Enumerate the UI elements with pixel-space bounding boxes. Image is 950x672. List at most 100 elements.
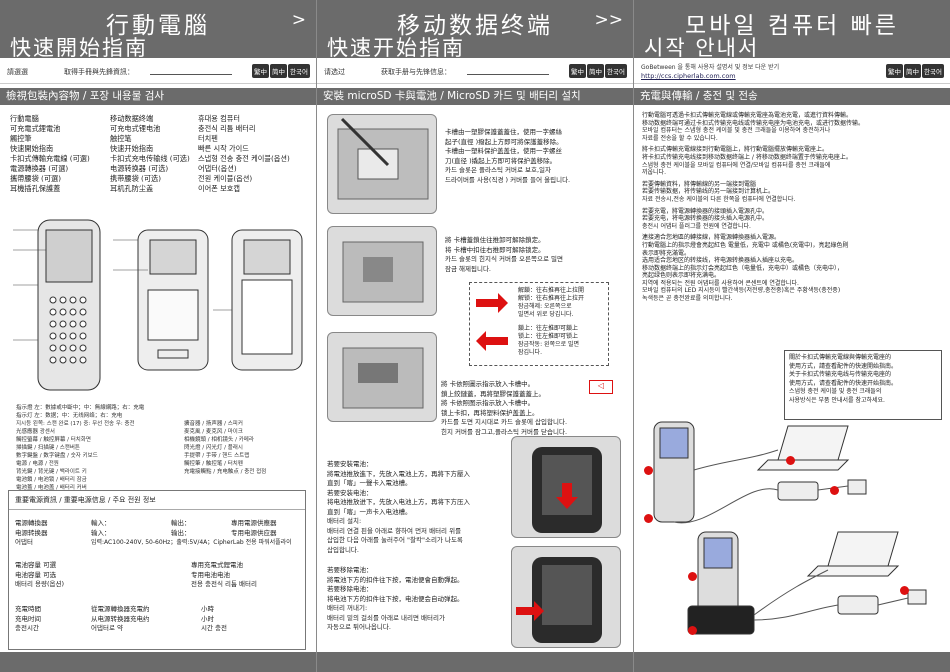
- para-line: 若要充电，将电源转换器的接头插入电源孔中。: [642, 215, 769, 223]
- fill-underline: [150, 74, 232, 75]
- step4-text: 若要安裝電池： 將電池推放進下，先放入電池上方，再將下方壓入 直到「喀」一聲卡入…: [327, 460, 470, 555]
- lang-badge-tc[interactable]: 繁中: [569, 64, 587, 78]
- lang-badge-sc[interactable]: 简中: [270, 64, 288, 78]
- language-badges: 繁中 简中 한국어: [569, 64, 627, 78]
- table-cell: 電源轉換器: [15, 519, 48, 527]
- power-info-box: 重要電源資訊 / 重要电源信息 / 주요 전원 정보 電源轉換器輸入：輸出：專用…: [8, 490, 306, 650]
- list-item: 터치펜: [198, 134, 218, 143]
- step2-text: 將 卡槽蓋鎖住往推卸可解除鎖定。 将 卡槽中扣往右推即可解除锁定。 카드 슬롯의…: [445, 236, 563, 274]
- note-line: 关于卡扣式传输充电线与传输充电座的: [789, 371, 892, 378]
- step-line: 若要安裝電池：: [327, 460, 373, 468]
- charging-paragraph: 行動電腦可透過卡扣式傳輸充電線或傳輸充電座為電池充電，或進行資料傳輸。 移动数据…: [642, 112, 864, 303]
- step-line: 삽입한 다음 아래를 눌러주어 "찰칵"소리가 나도록: [327, 536, 463, 544]
- para-line: 若要充電，將電源轉換器的接頭插入電源孔中。: [642, 207, 769, 215]
- table-cell: 专用电源供应器: [231, 528, 277, 537]
- step-line: 卡槽由一塑料保护盖盖住，使用一字螺丝: [445, 147, 562, 155]
- step-line: 카드 슬롯의 힌지식 커버를 오른쪽으로 밀면: [445, 255, 563, 263]
- callout: 指示燈 左：數據或中斷中；中：無線網路；右：充電: [16, 405, 145, 411]
- note-line: 스냅형 충전 케이블 및 충전 크래들의: [789, 388, 882, 395]
- download-link[interactable]: http://ccs.cipherlab.com.com: [641, 72, 736, 80]
- lang-badge-tc[interactable]: 繁中: [252, 64, 270, 78]
- accessory-note-box: 關於卡扣式傳輸充電線與傳輸充電座的 使用方式，請查看配件的快速開始指南。 关于卡…: [784, 350, 942, 420]
- step-line: 삽입합니다.: [327, 545, 359, 554]
- callout: 지시등 왼쪽: 스캔 완료 (17) 중: 무선 전송 우: 충전: [16, 421, 135, 427]
- para-line: 移动数据终端上的指示灯会亮起红色（电量低，充电中）或橘色（充电中），: [642, 264, 844, 272]
- para-line: 若要传输数据，将传输线的另一端接到计算机上。: [642, 188, 775, 196]
- list-item: 移动数据终端: [110, 114, 154, 123]
- lock-line: 锁上：往左推即可锁上: [518, 333, 579, 340]
- power-table-battery: 電池容量 可選專用充電式鋰電池 电池容量 可选专用电池电池 배터리 용량(옵션)…: [15, 561, 301, 590]
- step-marker-icon: [900, 586, 909, 595]
- para-line: 行動電腦可透過卡扣式傳輸充電線或傳輸充電座為電池充電，或進行資料傳輸。: [642, 112, 853, 119]
- accessory-note: 關於卡扣式傳輸充電線與傳輸充電座的 使用方式，請查看配件的快速開始指南。 关于卡…: [789, 354, 897, 405]
- list-item: 携带腰袋 (可选): [110, 174, 162, 183]
- step-marker-icon: [688, 626, 697, 635]
- step-marker-icon: [644, 466, 653, 475]
- step-line: 刀(直径 )撬起上方即可将保护盖移除。: [445, 156, 557, 165]
- fill-label-info: 获取手册与先锋信息：: [381, 68, 451, 76]
- panel2-header: 移动数据终端 快速开始指南 >>: [317, 0, 633, 60]
- step-line: 将 卡槽中扣往右推即可解除锁定。: [445, 245, 545, 254]
- para-line: 移动数据终端可通过卡扣式传输充电线或传输充电座为电池充电，或进行数据传输。: [642, 119, 865, 127]
- step-marker-icon: [644, 514, 653, 523]
- step-line: 자동으로 튀어나옵니다.: [327, 623, 391, 631]
- lang-badge-ko[interactable]: 한국어: [288, 64, 310, 78]
- photo-battery-insert: [511, 436, 621, 538]
- table-cell: 輸入：: [91, 519, 111, 527]
- device-with-cable: [653, 421, 695, 523]
- table-cell: 어댑터로 약: [91, 624, 123, 632]
- para-line: 자료를 전송을 할 수 있습니다.: [642, 134, 718, 142]
- panel3-title-line1: 모바일 컴퓨터 빠른: [685, 13, 899, 39]
- list-item: 卡扣式充电传输线 (可选): [110, 154, 190, 163]
- callout: 電源 / 电源 / 전원: [16, 461, 59, 467]
- callout: 擴音器 / 扬声器 / 스피커: [184, 421, 243, 427]
- list-item: 触控笔: [110, 134, 132, 143]
- table-cell: 배터리 용량(옵션): [15, 580, 64, 588]
- table-cell: 输出：: [171, 528, 191, 537]
- step-line: 배터리 연결 핀을 아래로 향하여 먼저 배터리 위를: [327, 526, 462, 535]
- step-line: 배터리 설치:: [327, 517, 362, 525]
- step-line: 鎖上鉸鏈蓋，再將塑膠保護蓋蓋上。: [441, 389, 545, 398]
- lang-badge-ko[interactable]: 한국어: [605, 64, 627, 78]
- panel3-title-line2: 시작 안내서: [644, 36, 760, 60]
- para-line: 자료 전송시,전송 케이블의 다른 한쪽을 컴퓨터에 연결합니다.: [642, 195, 796, 203]
- panel3-header: 모바일 컴퓨터 빠른 시작 안내서: [634, 0, 950, 60]
- photo-battery-remove: [511, 546, 621, 648]
- callouts-right: 擴音器 / 扬声器 / 스피커 麥克風 / 麦克风 / 마이크 相機鏡頭 / 相…: [184, 420, 266, 476]
- lang-badge-tc[interactable]: 繁中: [886, 64, 904, 78]
- fill-label: GoBetween 을 통해 사용자 설명서 및 정보 다운 받기: [641, 64, 780, 71]
- fill-underline: [467, 74, 549, 75]
- table-cell: 输入：: [91, 528, 111, 537]
- step-line: 將 卡槽蓋鎖住往推卸可解除鎖定。: [445, 236, 545, 244]
- panel1-header: 行動電腦 快速開始指南 >: [0, 0, 316, 60]
- lang-badge-sc[interactable]: 简中: [904, 64, 922, 78]
- lang-badge-ko[interactable]: 한국어: [922, 64, 944, 78]
- step-line: 將 卡依照圖示指示放入卡槽中。: [441, 380, 535, 388]
- device-front-view: [37, 219, 101, 391]
- step5-text: 若要移除電池： 將電池下方的扣件往下按，電池便會自動彈起。 若要移除电池： 将电…: [327, 566, 464, 633]
- step-line: 카드를 도면 지시대로 카드 슬롯에 삽입합니다.: [441, 418, 568, 426]
- panel-traditional-chinese: 行動電腦 快速開始指南 > 請選選 取得手冊與先鋒資訊： 繁中 简中 한국어 檢…: [0, 0, 316, 672]
- arrow-icon: [476, 293, 508, 351]
- table-cell: 시간 충전: [201, 624, 227, 632]
- panel-divider: [633, 0, 634, 672]
- step-line: 將 卡依照图示指示放入卡槽中。: [441, 399, 535, 407]
- callout: 背光鍵 / 背光键 / 백라이트 키: [16, 469, 87, 475]
- lang-badge-sc[interactable]: 简中: [587, 64, 605, 78]
- para-line: 녹색등은 곧 충전완료를 의미합니다.: [642, 295, 733, 303]
- list-item: 卡扣式傳輸充電線 (可選): [10, 154, 90, 163]
- list-item: 충전식 리튬 배터리: [198, 124, 256, 133]
- list-item: 스냅형 전송 충전 케이블(옵션): [198, 154, 290, 163]
- list-item: 快速開始指南: [10, 144, 54, 153]
- table-cell: 어댑터: [15, 538, 33, 546]
- panel1-title-line1: 行動電腦: [106, 13, 210, 39]
- list-item: 어댑터(옵션): [198, 164, 237, 173]
- panel-divider: [316, 0, 317, 672]
- list-item: 耳机孔防尘盖: [110, 184, 154, 193]
- adapter-icon-2: [837, 589, 927, 615]
- panel-simplified-chinese: 移动数据终端 快速开始指南 >> 请选过 获取手册与先锋信息： 繁中 简中 한국…: [317, 0, 633, 672]
- step-line: 直到「喀」一聲卡入電池槽。: [327, 479, 412, 487]
- table-cell: 專用充電式鋰電池: [191, 561, 243, 569]
- para-line: 若要傳輸資料，將傳輸線的另一端接到電腦: [642, 180, 757, 188]
